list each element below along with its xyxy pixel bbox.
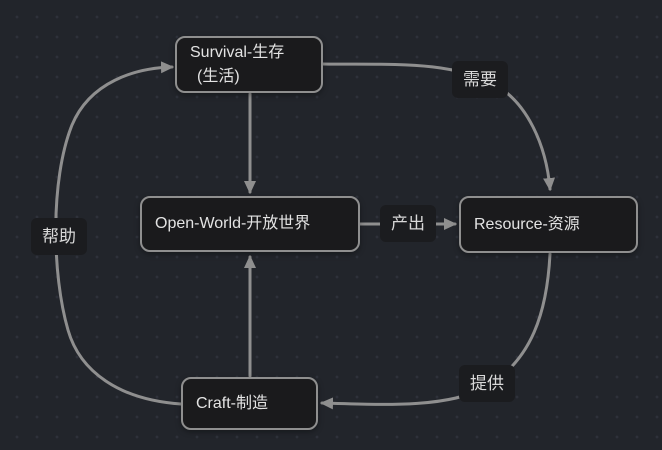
edge-label-produce[interactable]: 产出 — [380, 205, 436, 242]
node-open-world[interactable]: Open-World-开放世界 — [140, 196, 360, 252]
node-resource[interactable]: Resource-资源 — [459, 196, 638, 253]
edge-label-provide[interactable]: 提供 — [459, 365, 515, 402]
node-resource-label: Resource-资源 — [474, 215, 580, 233]
edge-survival-to-resource[interactable] — [321, 62, 556, 191]
edge-resource-to-craft[interactable] — [320, 252, 552, 410]
node-survival-label-line2: (生活) — [197, 67, 240, 85]
node-survival[interactable]: Survival-生存 (生活) — [175, 36, 323, 93]
edge-label-need[interactable]: 需要 — [452, 61, 508, 98]
node-craft-label: Craft-制造 — [196, 394, 269, 412]
edge-label-help[interactable]: 帮助 — [31, 218, 87, 255]
node-craft[interactable]: Craft-制造 — [181, 377, 318, 430]
node-open-world-label: Open-World-开放世界 — [155, 215, 311, 233]
node-survival-label-line1: Survival-生存 — [190, 44, 285, 62]
